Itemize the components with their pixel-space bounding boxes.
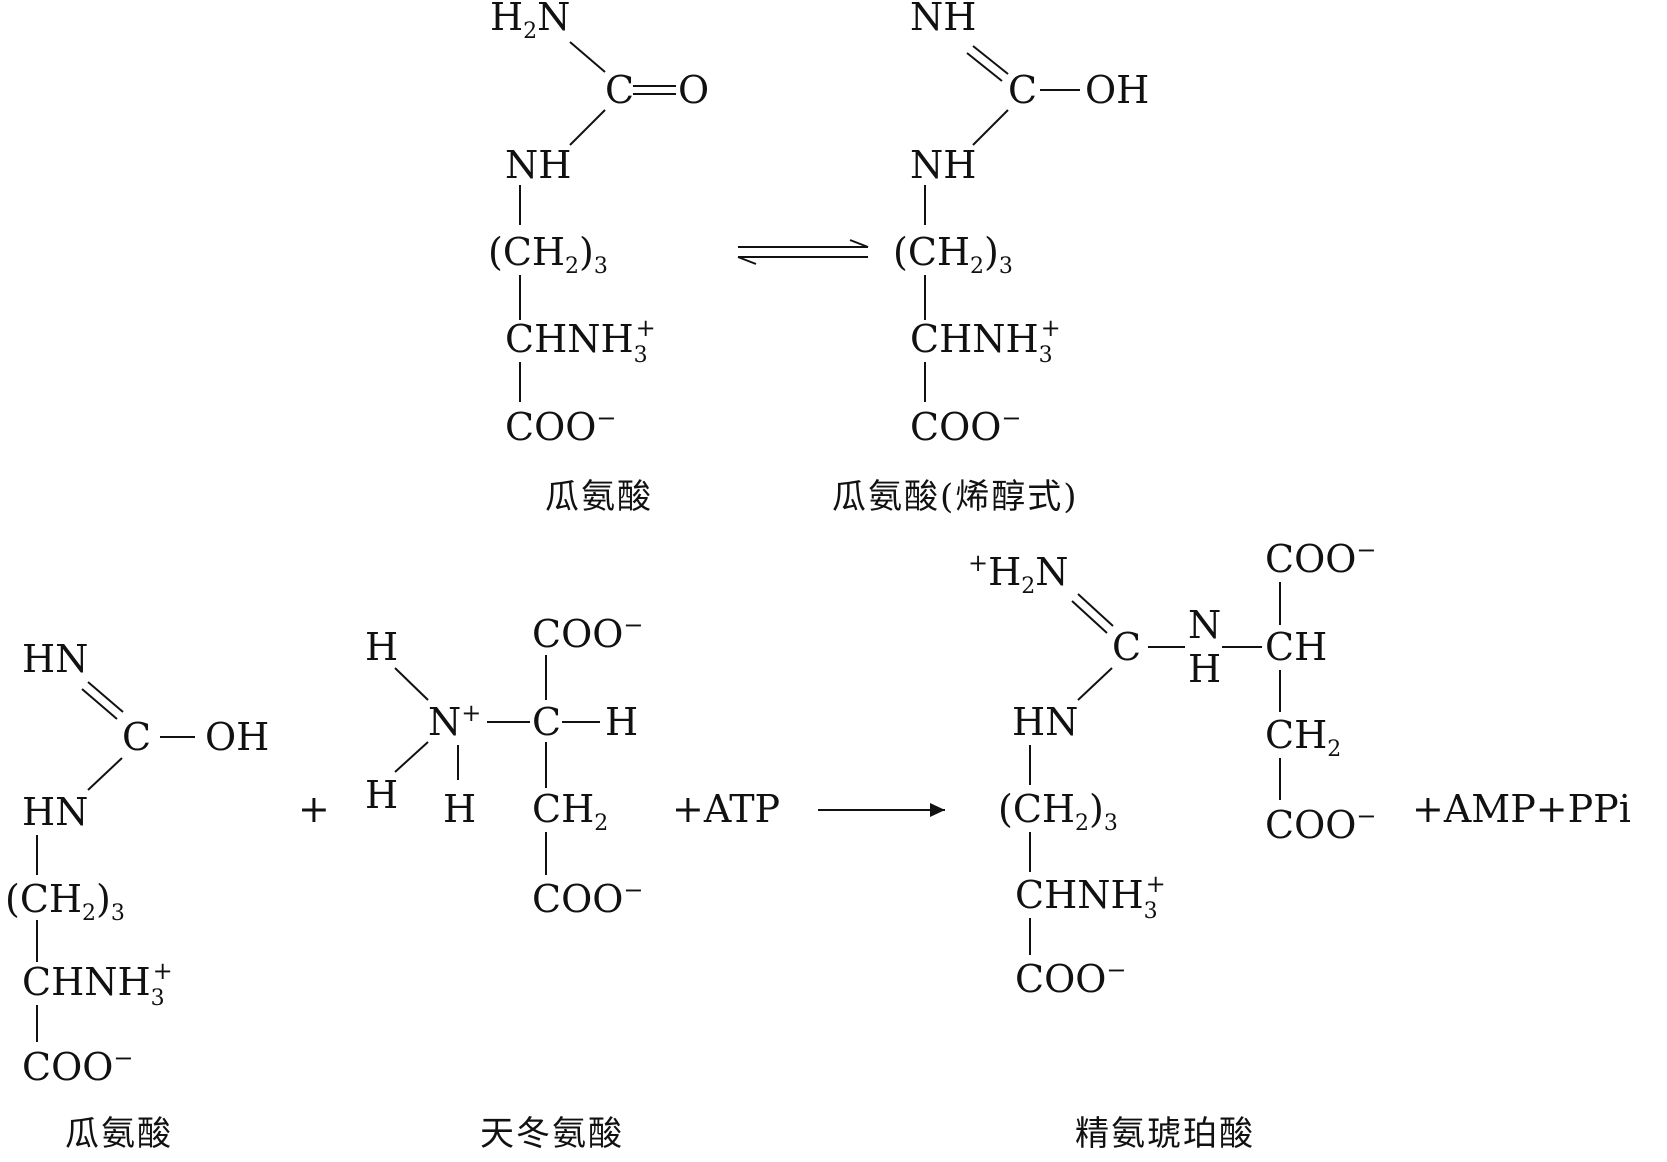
aspartate-structure: H N+ H H COO− C H CH2 COO−: [365, 611, 644, 921]
caption-aspartate: 天冬氨酸: [480, 1114, 624, 1154]
ch2-group: CH2: [532, 787, 608, 836]
equilibrium-arrow: [737, 239, 869, 265]
carboxylate-bottom: COO−: [532, 876, 644, 921]
bond-c-nh: [569, 109, 606, 146]
nh-group: NH: [505, 143, 571, 187]
bridging-n-hydrogen: H: [1188, 647, 1221, 691]
carboxylate-group: COO−: [22, 1044, 134, 1089]
caption-citrulline-top: 瓜氨酸: [545, 477, 653, 517]
citrulline-keto-structure: H2N C O NH (CH2)3 CHNH3+ COO−: [488, 0, 709, 449]
chnh3-group: CHNH3+: [910, 314, 1061, 368]
double-bond-n-c-a: [972, 45, 1009, 75]
ch2-chain: (CH2)3: [998, 787, 1118, 836]
argininosuccinate-structure: +H2N C N H COO− CH CH2 COO− HN (CH2)3 CH…: [968, 536, 1377, 1001]
bridging-nitrogen: N: [1188, 603, 1221, 647]
hn-imine-group: HN: [22, 637, 88, 681]
plus-amp-ppi: +AMP+PPi: [1412, 787, 1631, 831]
hydrogen-below-n: H: [443, 787, 476, 831]
carboxylate-group: COO−: [1015, 956, 1127, 1001]
hydrogen-lower-left: H: [365, 773, 398, 817]
citrulline-enol-structure: NH C OH NH (CH2)3 CHNH3+ COO−: [893, 0, 1149, 449]
ch2-chain: (CH2)3: [893, 230, 1013, 279]
double-bond-n-c-b: [1071, 600, 1108, 634]
caption-citrulline-bottom: 瓜氨酸: [65, 1114, 173, 1154]
caption-citrulline-enol: 瓜氨酸(烯醇式): [832, 477, 1079, 517]
double-bond-n-c-a: [1077, 593, 1114, 627]
nh-imine-group: NH: [910, 0, 976, 39]
h2n-plus-group: +H2N: [968, 549, 1069, 599]
ch2-chain: (CH2)3: [5, 877, 125, 926]
reaction-arrow: [818, 803, 945, 817]
hydroxyl-group: OH: [205, 715, 269, 759]
carboxylate-group: COO−: [910, 404, 1022, 449]
enol-carbon: C: [1008, 68, 1037, 112]
bond-n-c: [569, 41, 606, 73]
double-bond-n-c-b: [81, 688, 118, 720]
carboxylate-top: COO−: [532, 611, 644, 656]
hn-group: HN: [22, 790, 88, 834]
ch2-right-group: CH2: [1265, 713, 1341, 762]
hydrogen-upper-left: H: [365, 625, 398, 669]
double-bond-n-c-a: [87, 681, 124, 713]
bond-h-n-lower: [394, 741, 429, 773]
carboxylate-group: COO−: [505, 404, 617, 449]
carbonyl-carbon: C: [605, 68, 634, 112]
bond-c-hn: [87, 757, 123, 791]
carboxylate-top: COO−: [1265, 536, 1377, 581]
citrulline-bottom-structure: HN C OH HN (CH2)3 CHNH3+ COO−: [5, 637, 269, 1089]
carbonyl-oxygen: O: [678, 68, 709, 112]
hydrogen-right: H: [605, 700, 638, 744]
ch2-chain: (CH2)3: [488, 230, 608, 279]
hn-group: HN: [1012, 700, 1078, 744]
bond-h-n-upper: [394, 667, 429, 701]
carboxylate-right: COO−: [1265, 802, 1377, 847]
hydroxyl-group: OH: [1085, 68, 1149, 112]
chnh3-group: CHNH3+: [22, 957, 173, 1011]
guanidino-carbon: C: [1112, 625, 1141, 669]
enol-carbon: C: [122, 715, 151, 759]
bond-c-nh: [972, 109, 1009, 146]
double-bond-n-c-b: [966, 52, 1003, 82]
methine-group: CH: [1265, 625, 1327, 669]
caption-argininosuccinate: 精氨琥珀酸: [1075, 1114, 1255, 1154]
plus-atp: +ATP: [672, 787, 780, 831]
nh-group: NH: [910, 143, 976, 187]
ammonium-nitrogen: N+: [428, 699, 481, 744]
bond-c-hn: [1077, 667, 1113, 701]
chnh3-group: CHNH3+: [505, 314, 656, 368]
plus-sign: +: [298, 787, 330, 831]
h2n-group: H2N: [490, 0, 570, 44]
alpha-carbon: C: [532, 700, 561, 744]
chnh3-group: CHNH3+: [1015, 870, 1166, 924]
